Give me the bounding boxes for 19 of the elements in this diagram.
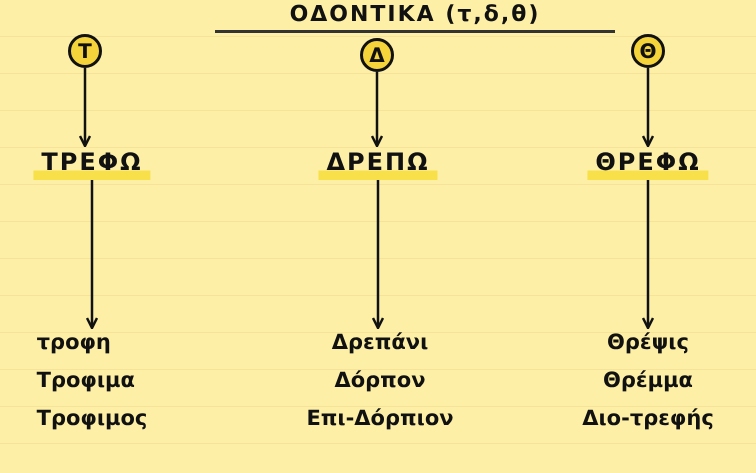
arrow — [86, 180, 98, 330]
arrow — [78, 68, 92, 148]
derived-word: Θρέψις — [606, 330, 690, 354]
derived-word: Δόρπον — [333, 368, 427, 392]
arrow — [372, 180, 384, 330]
arrow — [642, 68, 654, 148]
derived-word: Διο-τρεφής — [582, 406, 714, 430]
letter-circle: Τ — [68, 34, 102, 68]
derived-word: Τροφιμα — [36, 368, 136, 392]
title: ΟΔΟΝΤΙΚΑ (τ,δ,θ) — [215, 2, 615, 33]
letter-circle: Δ — [360, 38, 394, 72]
derived-word: Δρεπάνι — [330, 330, 430, 354]
derived-word: Θρέμμα — [602, 368, 694, 392]
derived-word: τροφη — [36, 330, 112, 354]
arrow — [642, 180, 654, 330]
letter-circle: Θ — [631, 34, 665, 68]
derived-word: Επι-Δόρπιον — [306, 406, 454, 430]
arrow — [370, 72, 384, 148]
derived-word: Τροφιμος — [36, 406, 148, 430]
